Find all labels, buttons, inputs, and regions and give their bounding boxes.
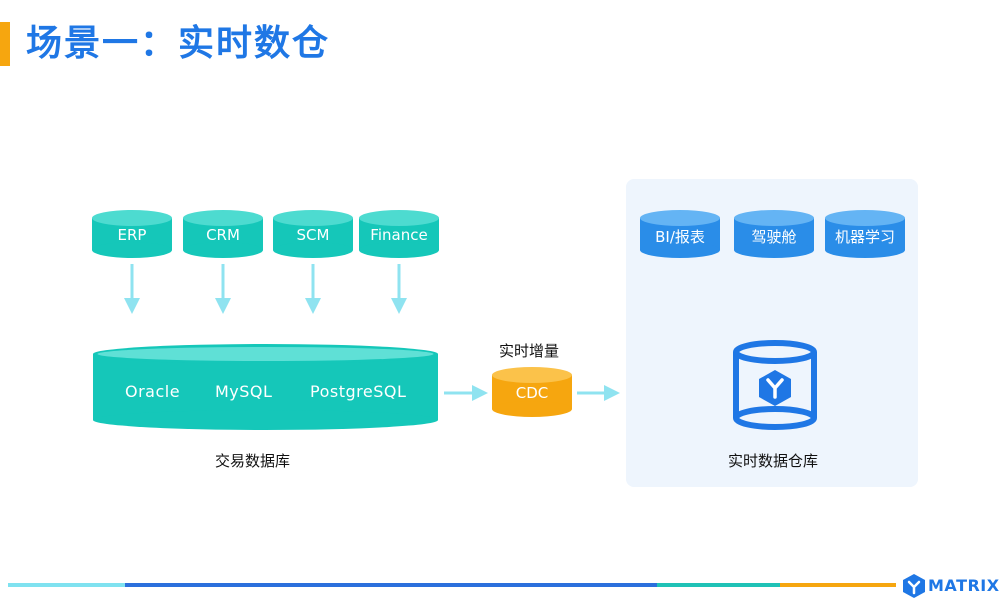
cylinder-shape <box>825 210 905 258</box>
output-label: 机器学习 <box>834 228 895 246</box>
database-label: 交易数据库 <box>215 452 291 470</box>
cylinder-shape <box>734 210 814 258</box>
down-arrow-icon <box>391 264 407 314</box>
title-accent-bar <box>0 22 10 66</box>
down-arrow-icon <box>215 264 231 314</box>
footer-line-segment <box>8 583 125 587</box>
footer-line-segment <box>657 583 780 587</box>
output-machine-learning: 机器学习 <box>825 210 905 258</box>
down-arrow-icon <box>124 264 140 314</box>
source-crm: CRM <box>183 210 263 258</box>
output-label: 驾驶舱 <box>751 228 797 246</box>
right-arrow-icon <box>444 385 488 401</box>
cylinder-shape <box>359 210 439 258</box>
cylinder-shape <box>492 367 572 417</box>
cylinder-shape <box>183 210 263 258</box>
output-bi-report: BI/报表 <box>640 210 720 258</box>
source-label: Finance <box>370 226 428 244</box>
source-finance: Finance <box>359 210 439 258</box>
cylinder-shape <box>273 210 353 258</box>
source-label: CRM <box>206 226 240 244</box>
database-cylinder-icon <box>93 344 438 430</box>
source-label: SCM <box>296 226 330 244</box>
source-scm: SCM <box>273 210 353 258</box>
footer-line-segment <box>780 583 896 587</box>
engine-postgresql: PostgreSQL <box>310 382 407 401</box>
cylinder-shape <box>92 210 172 258</box>
cdc-node: CDC <box>492 367 572 417</box>
brand-name: MATRIX <box>928 576 1000 595</box>
source-label: ERP <box>117 226 147 244</box>
cylinder-shape <box>640 210 720 258</box>
down-arrow-icon <box>305 264 321 314</box>
transaction-database: Oracle MySQL PostgreSQL <box>93 344 438 430</box>
warehouse-label: 实时数据仓库 <box>728 452 819 470</box>
cdc-top-label: 实时增量 <box>499 342 560 360</box>
footer-line-segment <box>125 583 657 587</box>
engine-oracle: Oracle <box>125 382 181 401</box>
matrix-logo-icon <box>903 574 925 598</box>
right-arrow-icon <box>577 385 620 401</box>
output-cockpit: 驾驶舱 <box>734 210 814 258</box>
engine-mysql: MySQL <box>215 382 273 401</box>
output-label: BI/报表 <box>655 228 705 246</box>
cdc-label: CDC <box>515 384 549 402</box>
warehouse-cylinder-icon <box>733 340 817 430</box>
source-erp: ERP <box>92 210 172 258</box>
page-title: 场景一：实时数仓 <box>26 23 331 64</box>
